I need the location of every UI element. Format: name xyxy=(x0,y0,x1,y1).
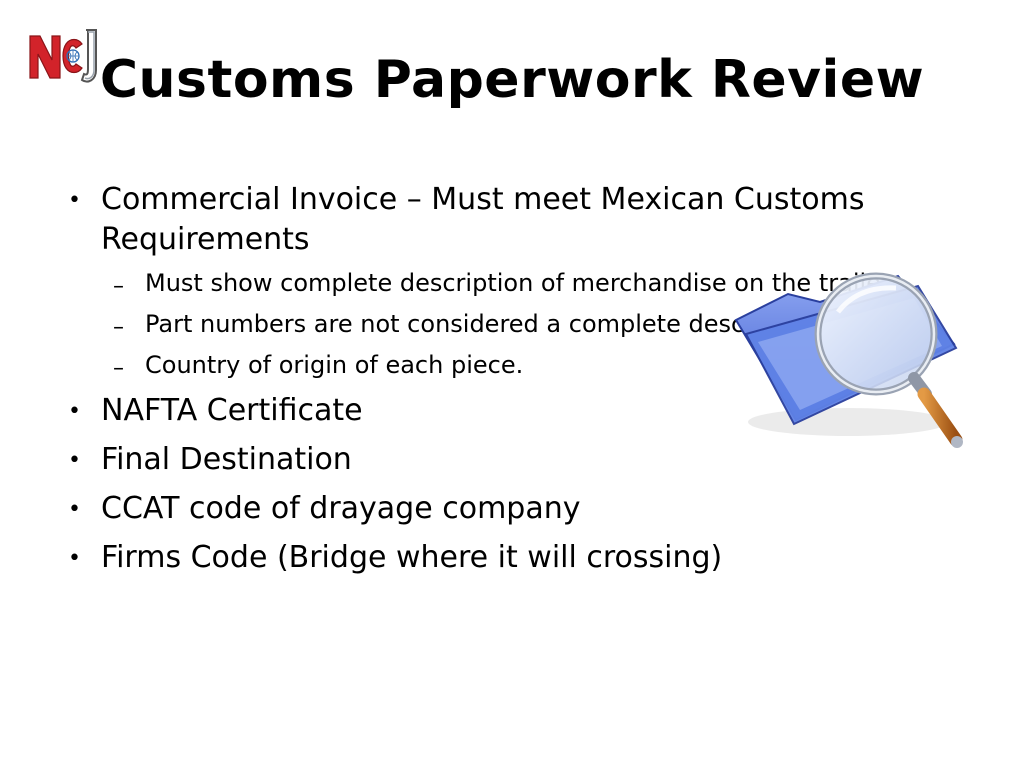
bullet-marker: • xyxy=(68,497,81,522)
bullet-marker: • xyxy=(68,399,81,424)
folder-magnifying-glass-icon xyxy=(734,272,963,448)
bullet-ccat-code: • CCAT code of drayage company xyxy=(68,489,968,529)
bullet-marker: • xyxy=(68,188,81,213)
bullet-text: Firms Code (Bridge where it will crossin… xyxy=(101,540,723,575)
bullet-nafta-certificate: • NAFTA Certificate xyxy=(68,391,968,431)
sub-bullet-description: – Must show complete description of merc… xyxy=(101,266,968,300)
bullet-text: CCAT code of drayage company xyxy=(101,491,581,526)
bullet-text: Commercial Invoice – Must meet Mexican C… xyxy=(101,182,865,257)
company-logo-icon xyxy=(26,29,98,84)
bullet-text: Final Destination xyxy=(101,442,352,477)
sub-bullet-text: Part numbers are not considered a comple… xyxy=(145,310,830,338)
slide-title: Customs Paperwork Review xyxy=(99,50,925,110)
sub-bullet-list: – Must show complete description of merc… xyxy=(101,266,968,382)
sub-bullet-text: Country of origin of each piece. xyxy=(145,351,524,379)
bullet-firms-code: • Firms Code (Bridge where it will cross… xyxy=(68,538,968,578)
dash-marker: – xyxy=(113,274,124,299)
sub-bullet-part-numbers: – Part numbers are not considered a comp… xyxy=(101,307,968,341)
bullet-marker: • xyxy=(68,546,81,571)
dash-marker: – xyxy=(113,356,124,381)
bullet-marker: • xyxy=(68,448,81,473)
dash-marker: – xyxy=(113,315,124,340)
sub-bullet-country-of-origin: – Country of origin of each piece. xyxy=(101,348,968,382)
sub-bullet-text: Must show complete description of mercha… xyxy=(145,269,897,297)
bullet-final-destination: • Final Destination xyxy=(68,440,968,480)
bullet-list: • Commercial Invoice – Must meet Mexican… xyxy=(68,180,968,587)
bullet-commercial-invoice: • Commercial Invoice – Must meet Mexican… xyxy=(68,180,968,382)
bullet-text: NAFTA Certificate xyxy=(101,393,363,428)
